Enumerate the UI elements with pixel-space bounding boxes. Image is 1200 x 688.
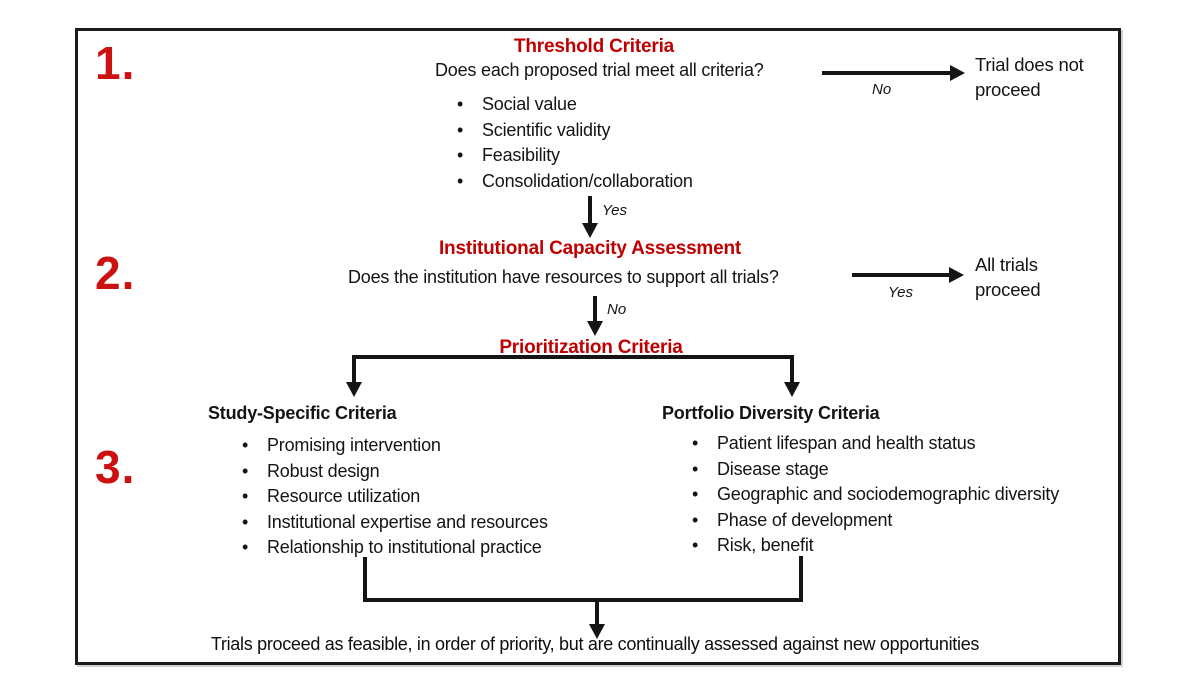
section2-question: Does the institution have resources to s… [348,267,779,287]
conclusion-text: Trials proceed as feasible, in order of … [210,634,980,654]
bullet-item: Relationship to institutional practice [240,535,548,561]
branch-left-arrowhead-icon [346,382,362,397]
bullet-item: Promising intervention [240,433,548,459]
portfolio-diversity-bullet-list: Patient lifespan and health status Disea… [690,431,1059,559]
step-number-1: 1. [95,37,136,89]
bullet-item: Risk, benefit [690,533,1059,559]
step-number-2: 2. [95,247,136,299]
branch-left-line [352,355,356,383]
section1-bullet-list: Social value Scientific validity Feasibi… [455,92,693,194]
study-specific-title: Study-Specific Criteria [208,403,397,423]
branch-bracket-line [352,355,794,359]
section2-yes-result: All trials proceed [975,254,1041,300]
section3-title: Prioritization Criteria [499,337,683,358]
bullet-item: Geographic and sociodemographic diversit… [690,482,1059,508]
section2-yes-label: Yes [888,284,914,301]
section1-question: Does each proposed trial meet all criter… [435,60,764,80]
merge-center-arrowhead-icon [589,624,605,639]
step-number-3: 3. [95,441,136,493]
section2-yes-arrow-line [852,273,950,277]
bullet-item: Scientific validity [455,118,693,144]
merge-right-line [799,556,803,602]
bullet-item: Consolidation/collaboration [455,169,693,195]
bullet-item: Phase of development [690,508,1059,534]
bullet-item: Resource utilization [240,484,548,510]
section1-yes-label: Yes [602,202,628,219]
section1-no-arrow-line [822,71,951,75]
branch-right-line [790,355,794,383]
section2-title: Institutional Capacity Assessment [438,238,742,259]
section1-no-label: No [872,81,892,98]
bullet-item: Institutional expertise and resources [240,510,548,536]
branch-right-arrowhead-icon [784,382,800,397]
section2-no-arrow-line [593,296,597,322]
bullet-item: Feasibility [455,143,693,169]
section1-yes-arrowhead-icon [582,223,598,238]
section2-yes-arrowhead-icon [949,267,964,283]
merge-center-line [595,598,599,625]
section1-no-result: Trial does not proceed [975,54,1084,100]
merge-bracket-line [363,598,803,602]
bullet-item: Patient lifespan and health status [690,431,1059,457]
bullet-item: Robust design [240,459,548,485]
section2-no-label: No [607,301,627,318]
merge-left-line [363,557,367,602]
section1-title: Threshold Criteria [513,36,675,57]
section1-no-arrowhead-icon [950,65,965,81]
bullet-item: Social value [455,92,693,118]
section2-no-arrowhead-icon [587,321,603,336]
bullet-item: Disease stage [690,457,1059,483]
portfolio-diversity-title: Portfolio Diversity Criteria [662,403,880,423]
study-specific-bullet-list: Promising intervention Robust design Res… [240,433,548,561]
section1-yes-arrow-line [588,196,592,224]
